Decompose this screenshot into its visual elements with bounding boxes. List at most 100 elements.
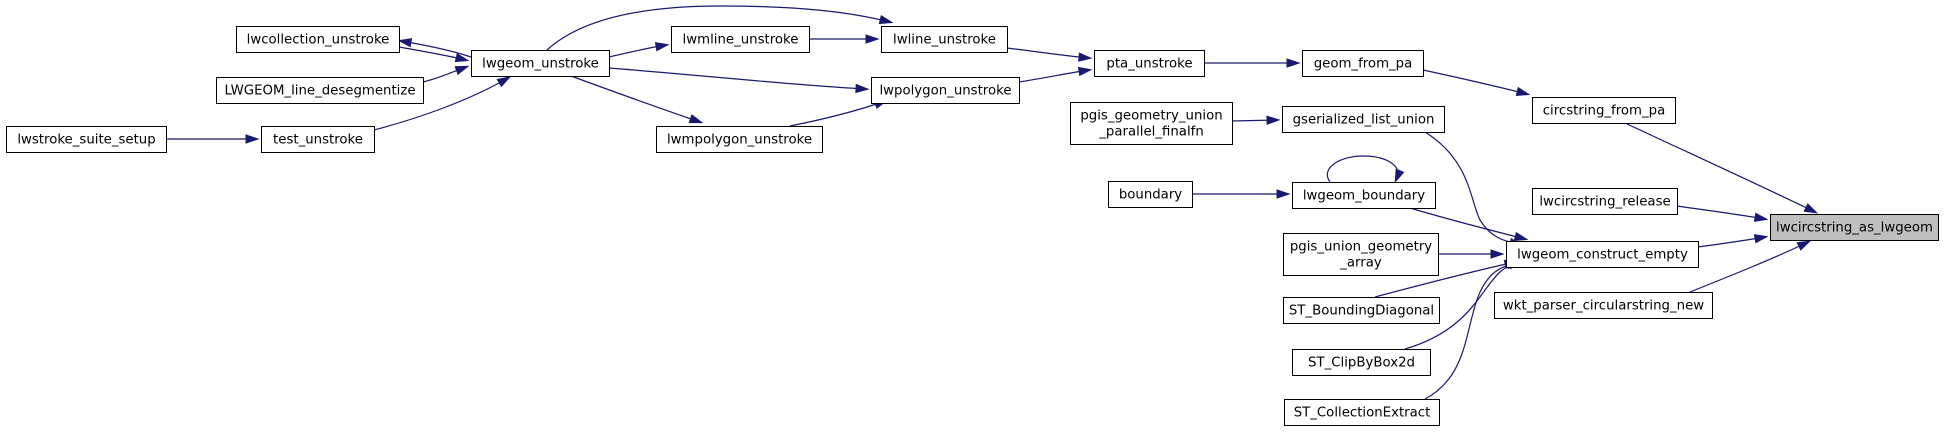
node-label: _array bbox=[1339, 256, 1382, 271]
node-box[interactable] bbox=[1532, 97, 1676, 124]
edge-ST_CollectionExtract-to-lwgeom_construct_empty bbox=[1424, 263, 1519, 400]
node-box[interactable] bbox=[1532, 188, 1678, 215]
node-label: lwgeom_boundary bbox=[1303, 189, 1425, 204]
arrowhead-icon bbox=[878, 14, 894, 25]
node-label: pgis_geometry_union bbox=[1080, 109, 1222, 124]
node-box[interactable] bbox=[1292, 182, 1436, 209]
arrowhead-icon bbox=[1286, 58, 1301, 68]
node-wkt_parser_circularstring_new[interactable]: wkt_parser_circularstring_new bbox=[1494, 292, 1713, 319]
node-label: ST_ClipByBox2d bbox=[1308, 356, 1415, 371]
node-label: _parallel_finalfn bbox=[1098, 125, 1204, 140]
arrowhead-icon bbox=[496, 76, 512, 88]
node-circstring_from_pa[interactable]: circstring_from_pa bbox=[1532, 97, 1676, 124]
arrowhead-icon bbox=[1276, 189, 1291, 199]
node-lwstroke_suite_setup[interactable]: lwstroke_suite_setup bbox=[6, 126, 167, 153]
edge-lwpolygon_unstroke-to-pta_unstroke bbox=[1018, 69, 1090, 83]
node-label: lwgeom_unstroke bbox=[482, 57, 599, 72]
edge-wkt_parser_circularstring_new-to-lwcircstring_as_lwgeom bbox=[1689, 241, 1809, 293]
edge-lwgeom_unstroke-to-lwmpolygon_unstroke bbox=[570, 75, 701, 123]
node-label: lwgeom_construct_empty bbox=[1517, 248, 1688, 263]
arrowhead-icon bbox=[397, 38, 413, 48]
arrowhead-icon bbox=[1394, 168, 1405, 184]
node-box[interactable] bbox=[1494, 292, 1713, 319]
node-label: LWGEOM_line_desegmentize bbox=[224, 84, 415, 99]
node-pta_unstroke[interactable]: pta_unstroke bbox=[1094, 50, 1205, 77]
node-lwmpolygon_unstroke[interactable]: lwmpolygon_unstroke bbox=[656, 126, 823, 153]
node-label: lwmpolygon_unstroke bbox=[667, 133, 812, 148]
edge-lwcircstring_release-to-lwcircstring_as_lwgeom bbox=[1676, 205, 1766, 220]
node-label: lwcircstring_as_lwgeom bbox=[1776, 221, 1933, 236]
node-box[interactable] bbox=[471, 50, 610, 77]
edge-circstring_from_pa-to-lwcircstring_as_lwgeom bbox=[1624, 122, 1816, 213]
arrowhead-icon bbox=[1490, 249, 1505, 259]
node-lwgeom_unstroke[interactable]: lwgeom_unstroke bbox=[471, 50, 610, 77]
node-box[interactable] bbox=[236, 26, 400, 53]
node-box[interactable] bbox=[1108, 181, 1193, 208]
edge-geom_from_pa-to-circstring_from_pa bbox=[1422, 69, 1528, 95]
node-label: pta_unstroke bbox=[1106, 57, 1192, 72]
arrowhead-icon bbox=[245, 134, 260, 144]
node-boundary[interactable]: boundary bbox=[1108, 181, 1193, 208]
node-lwpolygon_unstroke[interactable]: lwpolygon_unstroke bbox=[871, 77, 1020, 104]
node-label: wkt_parser_circularstring_new bbox=[1503, 299, 1704, 314]
node-box[interactable] bbox=[1094, 50, 1205, 77]
arrowhead-icon bbox=[865, 34, 880, 44]
edge-ST_BoundingDiagonal-to-lwgeom_construct_empty bbox=[1374, 261, 1516, 298]
edges-layer bbox=[166, 5, 1819, 400]
arrowhead-icon bbox=[1077, 66, 1093, 77]
node-lwcircstring_release[interactable]: lwcircstring_release bbox=[1532, 188, 1678, 215]
edge-test_unstroke-to-lwgeom_unstroke bbox=[373, 77, 509, 131]
arrowhead-icon bbox=[1515, 86, 1531, 97]
arrowhead-icon bbox=[454, 65, 470, 76]
node-box[interactable] bbox=[1284, 399, 1440, 426]
node-box[interactable] bbox=[1292, 349, 1431, 376]
node-label: ST_CollectionExtract bbox=[1294, 406, 1431, 421]
node-box[interactable] bbox=[261, 126, 375, 153]
node-geom_from_pa[interactable]: geom_from_pa bbox=[1302, 50, 1424, 77]
node-lwgeom_boundary[interactable]: lwgeom_boundary bbox=[1292, 182, 1436, 209]
node-box[interactable] bbox=[1070, 102, 1233, 145]
edge-gserialized_list_union-to-lwgeom_construct_empty bbox=[1424, 131, 1521, 246]
node-box[interactable] bbox=[216, 77, 424, 104]
node-box[interactable] bbox=[1302, 50, 1424, 77]
node-pgis_geometry_union_parallel_finalfn[interactable]: pgis_geometry_union_parallel_finalfn bbox=[1070, 102, 1233, 145]
node-ST_BoundingDiagonal[interactable]: ST_BoundingDiagonal bbox=[1283, 297, 1440, 324]
node-lwcollection_unstroke[interactable]: lwcollection_unstroke bbox=[236, 26, 400, 53]
node-ST_ClipByBox2d[interactable]: ST_ClipByBox2d bbox=[1292, 349, 1431, 376]
arrowhead-icon bbox=[1266, 115, 1281, 125]
node-box[interactable] bbox=[656, 126, 823, 153]
nodes-layer: lwcollection_unstroke lwgeom_unstrokeLWGE… bbox=[6, 26, 1939, 426]
arrowhead-icon bbox=[1803, 203, 1819, 214]
node-label: pgis_union_geometry bbox=[1290, 240, 1432, 255]
node-box[interactable] bbox=[1506, 241, 1699, 268]
node-label: lwmline_unstroke bbox=[683, 33, 799, 48]
node-box[interactable] bbox=[1283, 297, 1440, 324]
node-box[interactable] bbox=[881, 26, 1008, 53]
node-ST_CollectionExtract[interactable]: ST_CollectionExtract bbox=[1284, 399, 1440, 426]
arrowhead-icon bbox=[1753, 212, 1769, 222]
node-box[interactable] bbox=[1770, 214, 1939, 241]
arrowhead-icon bbox=[1753, 234, 1769, 244]
node-pgis_union_geometry_array[interactable]: pgis_union_geometry_array bbox=[1283, 233, 1439, 276]
node-box[interactable] bbox=[6, 126, 167, 153]
node-lwmline_unstroke[interactable]: lwmline_unstroke bbox=[671, 26, 810, 53]
node-label: lwpolygon_unstroke bbox=[879, 84, 1011, 99]
edge-lwgeom_boundary-to-lwgeom_construct_empty bbox=[1409, 207, 1526, 240]
node-box[interactable] bbox=[1283, 233, 1439, 276]
node-gserialized_list_union[interactable]: gserialized_list_union bbox=[1282, 106, 1445, 133]
node-lwline_unstroke[interactable]: lwline_unstroke bbox=[881, 26, 1008, 53]
arrowhead-icon bbox=[654, 42, 670, 52]
node-label: lwcollection_unstroke bbox=[247, 33, 390, 48]
edge-lwgeom_boundary-to-lwgeom_boundary bbox=[1327, 155, 1399, 183]
node-test_unstroke[interactable]: test_unstroke bbox=[261, 126, 375, 153]
node-box[interactable] bbox=[871, 77, 1020, 104]
node-box[interactable] bbox=[1282, 106, 1445, 133]
node-box[interactable] bbox=[671, 26, 810, 53]
arrowhead-icon bbox=[855, 83, 870, 94]
node-lwgeom_construct_empty[interactable]: lwgeom_construct_empty bbox=[1506, 241, 1699, 268]
node-LWGEOM_line_desegmentize[interactable]: LWGEOM_line_desegmentize bbox=[216, 77, 424, 104]
arrowhead-icon bbox=[688, 114, 704, 124]
arrowhead-icon bbox=[1078, 52, 1093, 62]
node-lwcircstring_as_lwgeom[interactable]: lwcircstring_as_lwgeom bbox=[1770, 214, 1939, 241]
